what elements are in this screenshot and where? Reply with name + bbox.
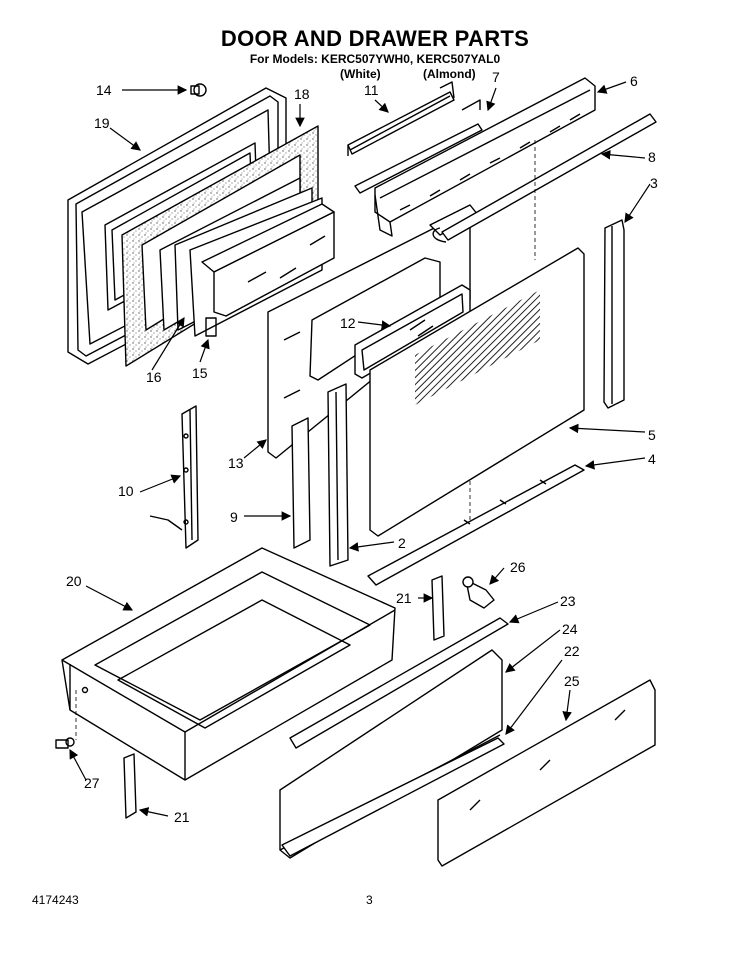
callout-25: 25 xyxy=(564,673,580,689)
part-5-outer-door-panel xyxy=(369,247,585,537)
color-almond-label: (Almond) xyxy=(423,67,476,81)
callout-labels: 14 18 19 11 7 6 8 3 12 16 15 13 5 4 10 9… xyxy=(66,69,658,825)
callout-5: 5 xyxy=(648,427,656,443)
callout-21-upper: 21 xyxy=(396,590,412,606)
part-21-drawer-bracket-upper xyxy=(431,575,445,641)
part-15-inner-glass-pack xyxy=(159,177,335,337)
part-26-clip xyxy=(462,576,495,609)
part-20-drawer xyxy=(61,547,396,781)
part-3-side-trim xyxy=(603,219,625,409)
callout-22: 22 xyxy=(564,643,580,659)
callout-24: 24 xyxy=(562,621,578,637)
callout-19: 19 xyxy=(94,115,110,131)
callout-9: 9 xyxy=(230,509,238,525)
part-22-drawer-bottom-strip xyxy=(281,737,505,857)
callout-4: 4 xyxy=(648,451,656,467)
callout-8: 8 xyxy=(648,149,656,165)
callout-15: 15 xyxy=(192,365,208,381)
callout-18: 18 xyxy=(294,86,310,102)
page-title: DOOR AND DRAWER PARTS xyxy=(220,26,530,51)
part-10-hinge-bracket xyxy=(149,405,199,549)
part-8-handle-rod xyxy=(432,113,657,243)
part-7-trim-plate xyxy=(354,99,483,194)
callout-26: 26 xyxy=(510,559,526,575)
callout-11: 11 xyxy=(364,82,379,98)
part-23-drawer-trim-strip xyxy=(289,617,509,749)
assembly-guide-lines xyxy=(75,140,536,740)
part-27-screw xyxy=(55,737,75,749)
part-14-screw xyxy=(190,83,207,97)
callout-7: 7 xyxy=(492,69,500,85)
color-white-label: (White) xyxy=(340,67,381,81)
document-number: 4174243 xyxy=(32,893,79,907)
callout-3: 3 xyxy=(650,175,658,191)
part-2-side-trim xyxy=(327,383,349,567)
callout-12: 12 xyxy=(340,315,356,331)
callout-14: 14 xyxy=(96,82,112,98)
callout-20: 20 xyxy=(66,573,82,589)
part-4-door-bottom-trim xyxy=(367,464,585,586)
page-number: 3 xyxy=(366,893,373,907)
callout-6: 6 xyxy=(630,73,638,89)
callout-27: 27 xyxy=(84,775,100,791)
part-25-drawer-glass-panel xyxy=(437,679,656,867)
callout-23: 23 xyxy=(560,593,576,609)
part-12-window-glass xyxy=(354,284,471,379)
part-6-door-vent-top xyxy=(374,77,596,237)
callout-leaders xyxy=(69,81,651,817)
callout-10: 10 xyxy=(118,483,134,499)
part-21-drawer-bracket-lower xyxy=(123,753,137,819)
part-9-side-trim xyxy=(291,417,311,549)
callout-16: 16 xyxy=(146,369,162,385)
part-11-vent-strip xyxy=(347,81,455,156)
callout-21-lower: 21 xyxy=(174,809,190,825)
models-line: For Models: KERC507YWH0, KERC507YAL0 xyxy=(249,52,501,66)
callout-2: 2 xyxy=(398,535,406,551)
callout-13: 13 xyxy=(228,455,244,471)
